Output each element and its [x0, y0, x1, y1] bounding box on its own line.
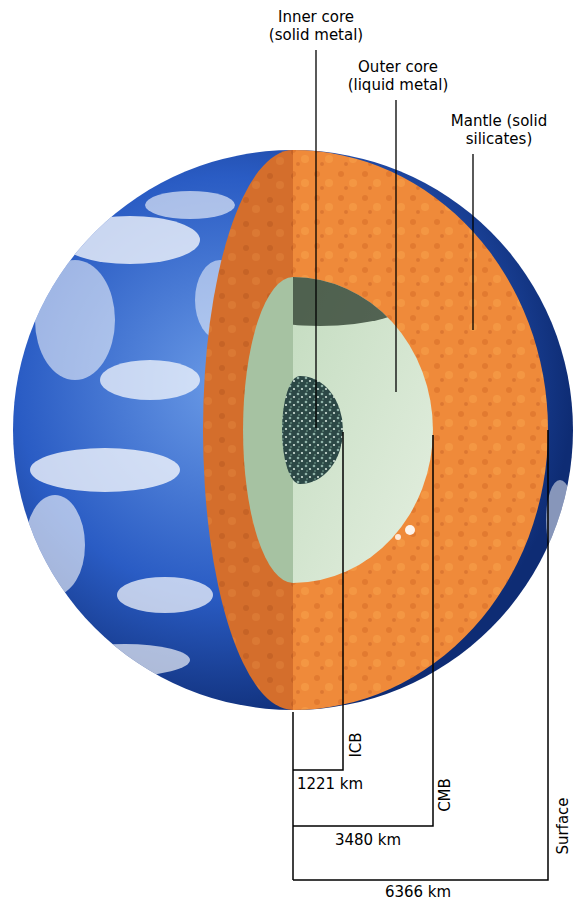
dimension-brackets	[293, 430, 548, 880]
mantle-face	[293, 150, 548, 710]
label-holder: Surface	[554, 797, 572, 854]
leader-lines	[316, 50, 473, 428]
label-holder: 1221 km	[297, 775, 363, 793]
globe	[13, 150, 573, 710]
inner-core	[282, 376, 300, 484]
layer-label: Inner core (solid metal)	[241, 8, 391, 44]
distance-label: 3480 km	[335, 831, 401, 849]
boundary-label: ICB	[347, 732, 365, 757]
core-highlight	[395, 534, 401, 540]
label-holder: Outer core (liquid metal)	[323, 58, 473, 94]
boundary-label: CMB	[436, 778, 454, 812]
distance-label: 6366 km	[385, 883, 451, 901]
layer-label: Mantle (solid silicates)	[424, 112, 574, 148]
boundary-label: Surface	[554, 797, 572, 854]
label-holder: ICB	[347, 732, 365, 757]
inner-core	[300, 376, 343, 484]
distance-label: 1221 km	[297, 775, 363, 793]
label-holder: 3480 km	[335, 831, 401, 849]
label-holder: Inner core (solid metal)	[241, 8, 391, 44]
label-holder: 6366 km	[385, 883, 451, 901]
label-holder: Mantle (solid silicates)	[424, 112, 574, 148]
layer-label: Outer core (liquid metal)	[323, 58, 473, 94]
core-shadow	[230, 274, 410, 326]
mantle-face	[203, 150, 293, 710]
core-highlight	[405, 525, 415, 535]
label-holder: CMB	[436, 778, 454, 812]
